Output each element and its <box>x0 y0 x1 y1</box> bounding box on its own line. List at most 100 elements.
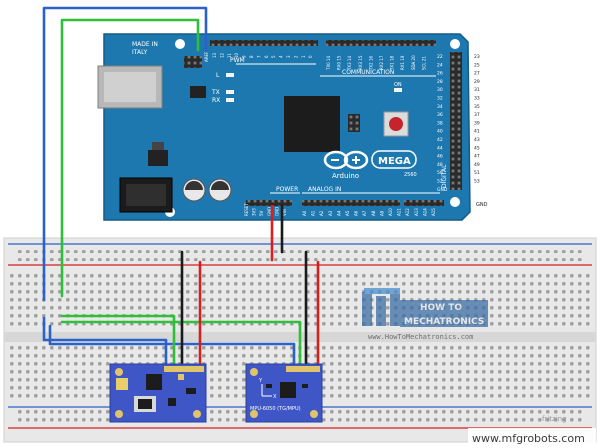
right-pin-label-5: 32 <box>437 96 443 102</box>
analog-pin-label-13: A13 <box>414 208 419 216</box>
power-pin-label-2: 5V <box>259 210 264 216</box>
arduino-logo <box>323 150 369 170</box>
right-pin-label-3: 28 <box>437 79 443 85</box>
mpu-label: MPU-6050 (TG/MPU) <box>250 406 301 412</box>
mega-badge <box>371 150 417 169</box>
analog-pin-label-10: A10 <box>388 208 393 216</box>
led-tx-label: TX <box>211 89 220 96</box>
right-pin-label-12: 46 <box>437 154 443 160</box>
wires <box>42 6 320 366</box>
right-pin-label-b-7: 37 <box>474 112 480 118</box>
led-on-label: ON <box>394 82 402 88</box>
power-label: POWER <box>276 186 298 193</box>
led-l <box>226 73 234 77</box>
analog-pin-label-9: A9 <box>379 210 384 216</box>
comm-pin-label-0: TX0 14 <box>326 55 331 71</box>
right-pin-label-10: 42 <box>437 137 443 143</box>
power-pin-label-4: GND <box>274 207 279 216</box>
watermark-bg <box>468 428 596 446</box>
wire-blue <box>42 6 208 302</box>
comm-pin-label-5: RX2 17 <box>379 55 384 70</box>
country-label: ITALY <box>132 49 148 56</box>
analog-pin-label-12: A12 <box>405 208 410 216</box>
analog-pin-label-5: A5 <box>345 210 350 216</box>
digital-pin-label-10: 3 <box>286 55 291 58</box>
right-pin-label-15: 52 <box>437 179 443 185</box>
right-pin-label-8: 38 <box>437 120 443 126</box>
aref-label: AREF <box>204 51 209 62</box>
led-tx <box>226 90 234 94</box>
led-l-label: L <box>216 72 220 79</box>
communication-label: COMMUNICATION <box>342 69 394 76</box>
axis-y-label: Y <box>258 378 263 384</box>
analog-pin-label-6: A6 <box>354 210 359 216</box>
right-pin-label-0: 22 <box>437 54 443 60</box>
right-pin-label-4: 30 <box>437 87 443 93</box>
right-pin-label-7: 36 <box>437 112 443 118</box>
wire-green <box>60 18 200 298</box>
fritzing-label: fritzing <box>542 415 567 423</box>
howtomechatronics-logo: HOW TO MECHATRONICS www.HowToMechatronic… <box>362 288 488 341</box>
gnd-label: GND <box>476 202 488 208</box>
digital-pin-label-12: 1 <box>301 55 306 58</box>
led-rx <box>226 98 234 102</box>
wire-green-2 <box>60 320 302 366</box>
analog-pin-label-7: A7 <box>362 210 367 216</box>
digital-pin-label-6: 7 <box>256 55 261 58</box>
comm-pin-label-9: SCL 21 <box>421 56 426 70</box>
analog-pin-label-14: A14 <box>422 208 427 216</box>
digital-pin-label-13: 0 <box>308 55 313 58</box>
icsp-header-usb <box>184 56 202 68</box>
right-pin-label-b-10: 43 <box>474 137 480 143</box>
digital-pin-label-0: 13 <box>212 52 217 58</box>
wire-green-lower <box>60 314 176 366</box>
digital-pin-label-1: 12 <box>219 52 224 58</box>
right-pin-label-b-5: 33 <box>474 96 480 102</box>
right-pin-label-b-0: 23 <box>474 54 480 60</box>
analog-pin-label-1: A1 <box>311 210 316 216</box>
digital-pin-label-4: 9 <box>242 55 247 58</box>
right-pin-label-9: 40 <box>437 129 443 135</box>
comm-pin-label-4: TX2 16 <box>368 55 373 71</box>
pwm-label: PWM <box>230 57 245 64</box>
atmega2560-chip <box>284 96 340 152</box>
header-communication <box>326 40 436 46</box>
brand-label: Arduino <box>332 172 359 180</box>
wire-blue-2 <box>48 324 296 366</box>
analog-pin-label-15: A15 <box>431 208 436 216</box>
watermark-text: www.mfgrobots.com <box>472 432 585 445</box>
right-pin-label-b-11: 45 <box>474 145 480 151</box>
right-pin-label-6: 34 <box>437 104 443 110</box>
right-pin-labels: 22242628303234363840424446485052GND23252… <box>437 54 480 193</box>
mounting-hole <box>450 39 460 49</box>
header-digital-pwm <box>210 40 318 46</box>
logo-line2: MECHATRONICS <box>404 317 484 327</box>
right-pin-label-16: GND <box>437 187 448 193</box>
usb-chip <box>190 86 206 98</box>
led-rx-label: RX <box>212 97 220 104</box>
led-on <box>394 88 402 92</box>
analog-pin-label-8: A8 <box>371 210 376 216</box>
digital-pin-label-2: 11 <box>227 52 232 58</box>
digital-pin-label-11: 2 <box>293 55 298 58</box>
power-pin-label-1: 3V3 <box>252 208 257 216</box>
logo-url: www.HowToMechatronics.com <box>368 333 473 341</box>
header-analog <box>302 200 400 206</box>
axis-x-label: X <box>273 394 277 400</box>
right-pin-label-2: 26 <box>437 71 443 77</box>
sensor-module-mpu6050: Y X MPU-6050 (TG/MPU) <box>245 363 323 423</box>
model-sub-label: 2560 <box>404 172 417 178</box>
digital-pin-label-3: 10 <box>234 52 239 58</box>
digital-pin-label-8: 5 <box>271 55 276 58</box>
analog-pin-label-2: A2 <box>319 210 324 216</box>
analog-pin-label-4: A4 <box>336 210 341 216</box>
right-pin-label-b-12: 47 <box>474 154 480 160</box>
right-pin-label-b-6: 35 <box>474 104 480 110</box>
right-pin-label-14: 50 <box>437 170 443 176</box>
header-digital-right <box>450 52 456 190</box>
logo-line1: HOW TO <box>420 303 462 313</box>
made-in-label: MADE IN <box>132 41 158 48</box>
